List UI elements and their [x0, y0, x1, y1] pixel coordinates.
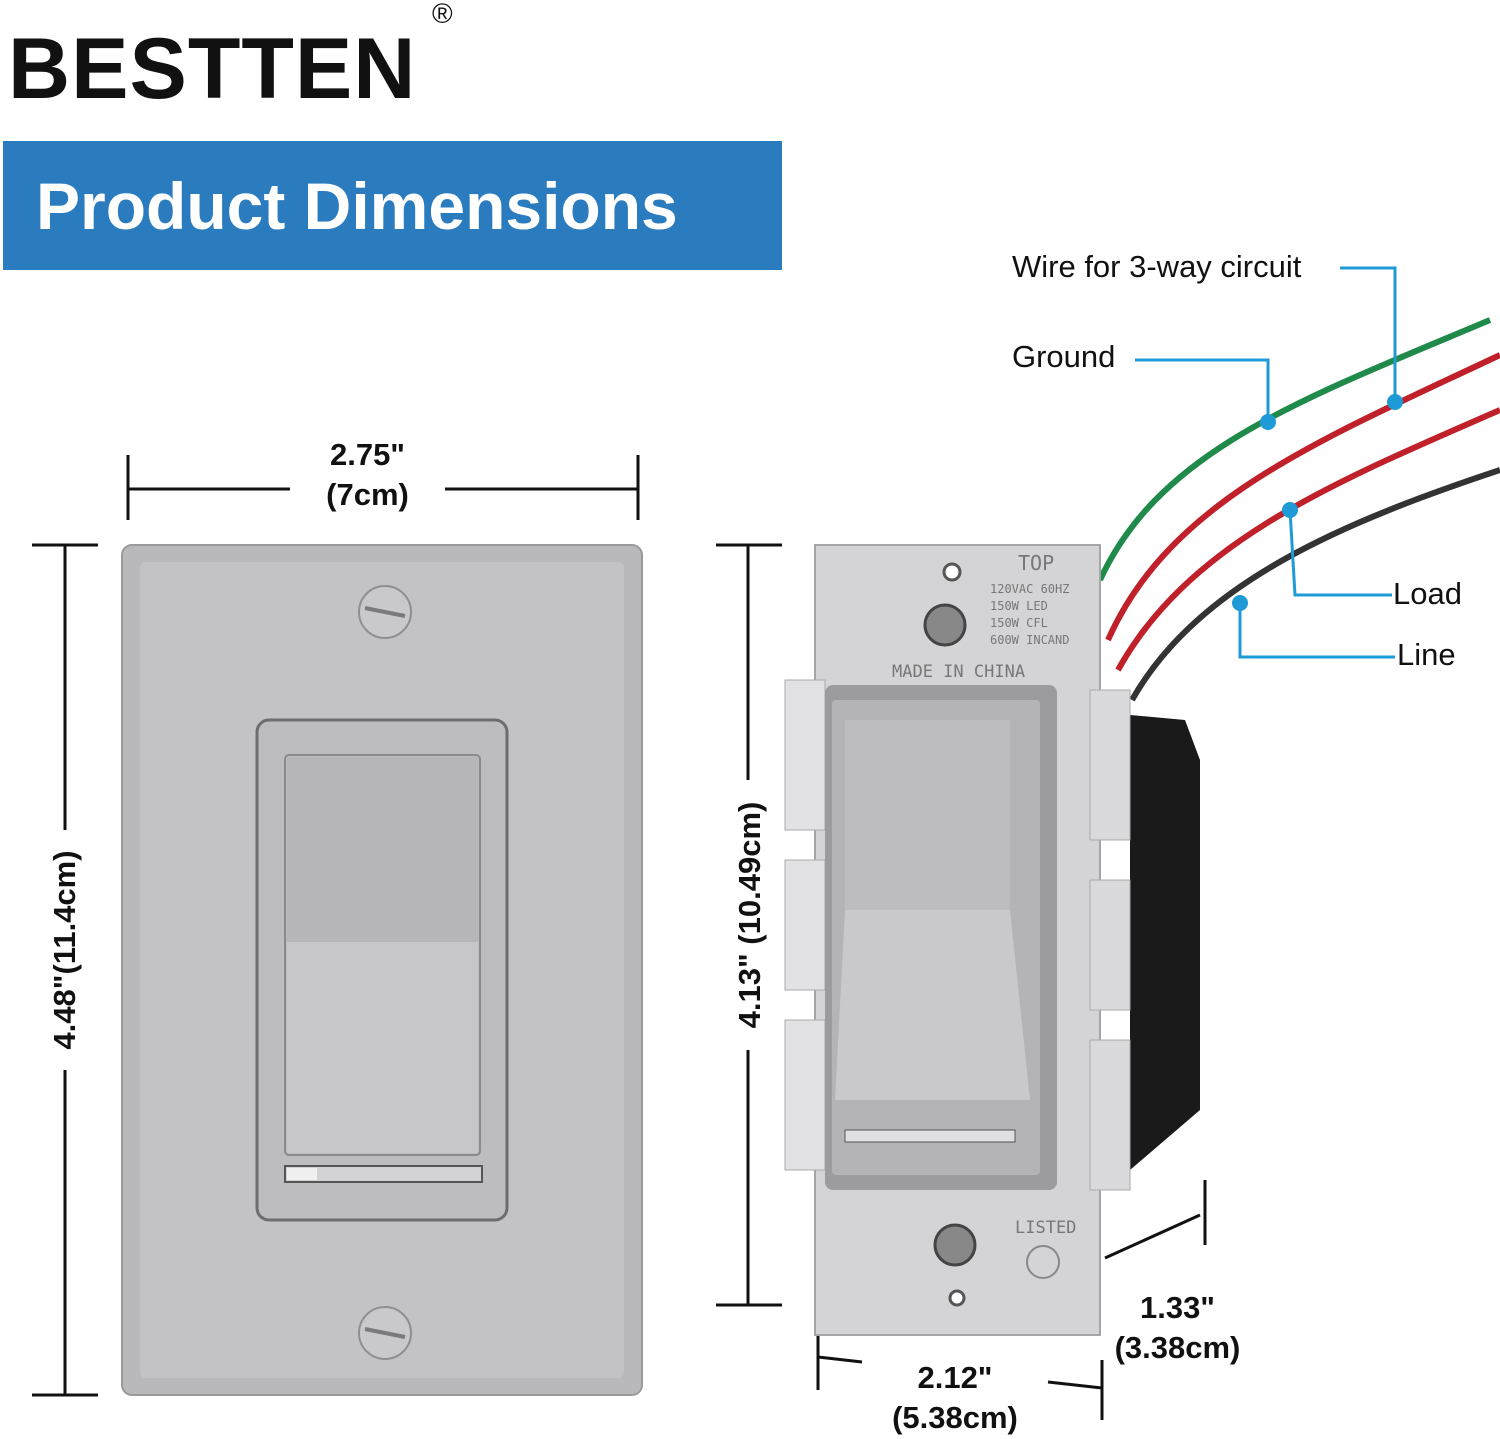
label-line: Line: [1397, 637, 1456, 672]
switch-depth-dimension: 1.33" (3.38cm): [1105, 1288, 1250, 1369]
callout-dots: [1232, 394, 1403, 611]
plate-width-cm: (7cm): [326, 477, 409, 513]
strap-top-text: TOP: [1018, 551, 1054, 575]
banner-title: Product Dimensions: [36, 169, 678, 243]
screw-icon: [933, 1223, 977, 1267]
strap-rating: 120VAC 60HZ: [990, 582, 1069, 596]
plate-width-in: 2.75": [329, 437, 406, 472]
dimmer-switch: TOP 120VAC 60HZ 150W LED 150W CFL 600W I…: [784, 544, 1200, 1336]
callout-lines: [1135, 266, 1397, 659]
dimension-lines: [32, 455, 1207, 1420]
registered-mark: ®: [432, 0, 453, 29]
switch-width-in: 2.12": [917, 1360, 993, 1395]
plate-width-dimension: 2.75" (7cm): [290, 435, 445, 516]
switch-width-cm: (5.38cm): [892, 1400, 1018, 1436]
title-banner: [3, 141, 782, 270]
switch-depth-in: 1.33": [1139, 1290, 1216, 1325]
brand-logo: BESTTEN: [8, 21, 417, 117]
switch-depth-cm: (3.38cm): [1114, 1330, 1241, 1366]
strap-rating: 150W LED: [990, 599, 1048, 613]
plate-height-label: 4.48"(11.4cm): [47, 850, 82, 1050]
switch-height-label: 4.13" (10.49cm): [732, 801, 767, 1029]
screw-icon: [923, 603, 967, 647]
switch-width-dimension: 2.12" (5.38cm): [870, 1358, 1040, 1439]
label-3-way-wire: Wire for 3-way circuit: [1012, 249, 1302, 284]
label-ground: Ground: [1012, 339, 1116, 374]
strap-origin: MADE IN CHINA: [892, 662, 1025, 682]
strap-listed: LISTED: [1015, 1218, 1076, 1238]
wires: [1097, 317, 1500, 702]
wall-plate: [121, 544, 643, 1396]
strap-rating: 150W CFL: [990, 616, 1048, 630]
label-load: Load: [1393, 576, 1462, 611]
strap-rating: 600W INCAND: [990, 633, 1069, 647]
